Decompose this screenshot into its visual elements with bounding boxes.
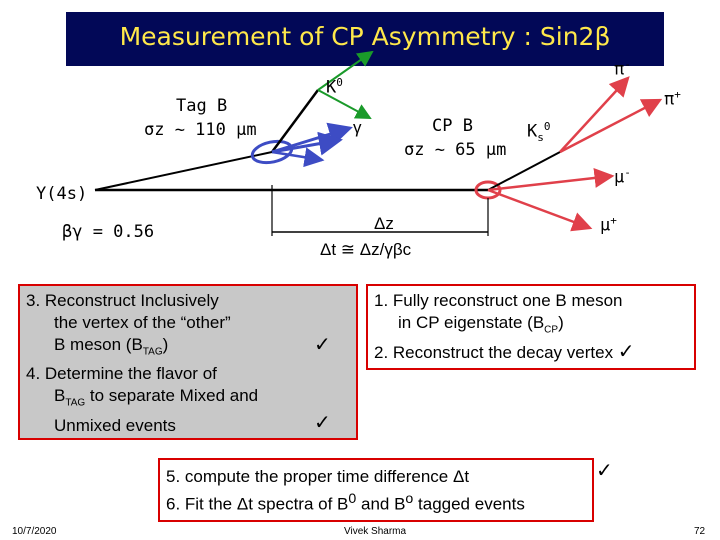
- mu-minus-track: [487, 168, 615, 192]
- k0-label: K0: [326, 76, 343, 98]
- tag-step-4-line-2: BTAG to separate Mixed and: [54, 386, 259, 409]
- tag-step-4-line-3: Unmixed events: [54, 415, 176, 435]
- step-4-check-icon: ✓: [314, 412, 331, 434]
- footer-author: Vivek Sharma: [344, 526, 407, 537]
- ks-label: Ks0: [527, 120, 551, 145]
- fit-step-6-line: 6. Fit the Δt spectra of B0 and Bo tagge…: [166, 491, 525, 514]
- mu-plus-track: [487, 188, 593, 232]
- pi-plus-track: [559, 98, 663, 154]
- pi-minus-track: [559, 76, 630, 153]
- tag-sigma-label: σz ~ 110 μm: [144, 120, 257, 140]
- photon-track: [317, 89, 372, 119]
- delta-z-label: Δz: [374, 214, 394, 233]
- pi-plus-label: π+: [664, 88, 681, 110]
- delta-t-label: Δt ≅ Δz/γβc: [320, 240, 412, 259]
- tag-step-3-line-2: the vertex of the “other”: [54, 313, 231, 332]
- tag-b-label: Tag B: [176, 96, 228, 116]
- tag-track-2: [271, 131, 343, 156]
- mu-minus-label: μ-: [614, 166, 631, 188]
- cp-b-label: CP B: [432, 116, 473, 136]
- upsilon-label: Υ(4s): [36, 184, 88, 204]
- gamma-label: γ: [353, 118, 362, 137]
- tag-step-4-line-1: 4. Determine the flavor of: [26, 364, 217, 384]
- k0-track-line: [270, 89, 320, 153]
- step-5-check-icon: ✓: [596, 460, 613, 482]
- cp-sigma-label: σz ~ 65 μm: [404, 140, 507, 160]
- footer-page-number: 72: [694, 526, 706, 537]
- pi-minus-label: π-: [614, 58, 631, 80]
- mu-plus-label: μ+: [600, 214, 617, 236]
- step-3-check-icon: ✓: [314, 334, 331, 356]
- tag-b-flight-line: [94, 151, 273, 191]
- fit-steps-box: 5. compute the proper time difference Δt…: [158, 458, 613, 522]
- fit-step-5-line: 5. compute the proper time difference Δt: [166, 467, 470, 486]
- tag-step-3-line-3: B meson (BTAG): [54, 335, 169, 358]
- footer-date: 10/7/2020: [12, 526, 57, 537]
- boost-label: βγ = 0.56: [62, 222, 155, 242]
- k0-decay-track: [317, 50, 374, 91]
- cp-step-1-line-1: 1. Fully reconstruct one B meson: [374, 291, 623, 310]
- tag-steps-box: 3. Reconstruct Inclusively the vertex of…: [18, 284, 358, 440]
- cp-step-1-line-2: in CP eigenstate (BCP): [398, 313, 564, 336]
- ks-track-line: [487, 151, 561, 191]
- page-title: Measurement of CP Asymmetry : Sin2β: [119, 22, 611, 51]
- cp-steps-box: 1. Fully reconstruct one B meson in CP e…: [366, 284, 696, 370]
- tag-track-3: [271, 147, 325, 168]
- cp-step-2-line: 2. Reconstruct the decay vertex ✓: [374, 341, 635, 364]
- tag-step-3-line-1: 3. Reconstruct Inclusively: [26, 291, 219, 310]
- step-2-check-icon: ✓: [617, 341, 635, 364]
